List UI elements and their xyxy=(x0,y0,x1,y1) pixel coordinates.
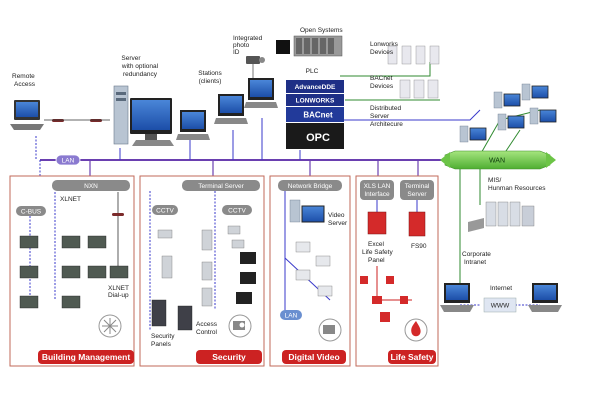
server-label-2: with optional xyxy=(121,63,159,70)
distributed-label-2: Server xyxy=(370,113,390,120)
life-safety-footer: Life Safety xyxy=(391,352,434,362)
corporate-label-2: Intranet xyxy=(464,259,486,266)
advancedde-text: AdvanceDDE xyxy=(295,84,336,91)
xls-lan-2: Interface xyxy=(364,191,390,198)
panel-digital-video: Network Bridge Video Server LAN Digital … xyxy=(269,175,351,367)
xlnet-dialup-2: Dial-up xyxy=(108,292,129,299)
remote-access-computer xyxy=(10,100,44,130)
excel-panel-3: Panel xyxy=(368,257,385,264)
ls-terminal-1: Terminal xyxy=(405,183,430,190)
server-label-3: redundancy xyxy=(123,71,158,78)
ls-terminal-2: Server xyxy=(407,191,427,198)
lonworks-devices-label-2: Devices xyxy=(370,49,394,56)
plc-label: PLC xyxy=(306,68,319,75)
network-bridge-text: Network Bridge xyxy=(288,183,333,190)
photo-id-label-1: Integrated xyxy=(233,35,263,42)
lonworks-devices-label-1: Lonworks xyxy=(370,41,399,48)
security-terminal-server-text: Terminal Server xyxy=(198,183,244,190)
station-computer-2 xyxy=(214,94,248,124)
photo-id-label-3: ID xyxy=(233,49,240,56)
mis-label-1: MIS/ xyxy=(488,177,502,184)
photo-id-station xyxy=(244,56,278,108)
station-computer-1 xyxy=(176,110,210,140)
photo-id-label-2: photo xyxy=(233,42,250,49)
excel-panel-2: Life Safety xyxy=(362,249,393,256)
distributed-label-1: Distributed xyxy=(370,105,401,112)
access-control-1: Access xyxy=(196,321,218,328)
corporate-label-1: Corporate xyxy=(462,251,491,258)
opc-text: OPC xyxy=(306,132,330,144)
remote-server-cluster xyxy=(459,83,557,143)
xlnet-dialup-1: XLNET xyxy=(108,285,129,292)
fs90-text: FS90 xyxy=(411,243,427,250)
stations-label-1: Stations xyxy=(198,70,222,77)
bacnet-text: BACnet xyxy=(303,111,333,120)
access-control-2: Control xyxy=(196,329,218,336)
flame-icon xyxy=(411,321,421,337)
server-label-1: Server xyxy=(121,55,141,62)
video-server-2: Server xyxy=(328,220,348,227)
mis-servers xyxy=(468,201,535,232)
lonworks-text: LONWORKS xyxy=(296,98,335,105)
panel-life-safety: XLS LAN Interface Terminal Server Excel … xyxy=(355,175,439,367)
nxn-text: NXN xyxy=(84,183,98,190)
panel-building-management: NXN C-BUS XLNET XLNET Dial-up Building M… xyxy=(9,175,135,367)
camera-icon xyxy=(233,321,245,330)
video-server-1: Video xyxy=(328,212,345,219)
video-camera-icon xyxy=(323,325,335,334)
xlnet-text: XLNET xyxy=(60,196,81,203)
bacnet-devices xyxy=(399,79,439,99)
wan-text: WAN xyxy=(489,158,505,165)
excel-panel-1: Excel xyxy=(368,241,384,248)
security-footer: Security xyxy=(212,352,246,362)
remote-access-label-2: Access xyxy=(14,81,36,88)
fan-icon xyxy=(102,318,118,334)
www-text: WWW xyxy=(491,303,510,310)
security-panels-1: Security xyxy=(151,333,175,340)
cctv-b-text: CCTV xyxy=(228,208,246,215)
stations-label-2: (clients) xyxy=(199,78,222,85)
distributed-label-3: Architecure xyxy=(370,121,403,128)
cbus-text: C-BUS xyxy=(21,209,42,216)
lonworks-devices xyxy=(387,45,440,65)
security-panels-2: Panels xyxy=(151,341,172,348)
plc-rack xyxy=(276,35,343,57)
mis-label-2: Hunman Resources xyxy=(488,185,546,192)
internet-label: Internet xyxy=(490,285,512,292)
building-management-footer: Building Management xyxy=(42,352,130,362)
wan-arrow: WAN xyxy=(440,150,556,170)
protocol-stack: AdvanceDDE LONWORKS BACnet OPC xyxy=(286,80,344,149)
digital-video-footer: Digital Video xyxy=(288,352,339,362)
xls-lan-1: XLS LAN xyxy=(364,183,391,190)
open-systems-label: Open Systems xyxy=(300,27,343,34)
bacnet-devices-label-2: Devices xyxy=(370,83,394,90)
dv-lan-text: LAN xyxy=(285,313,298,320)
corporate-computers xyxy=(440,283,562,312)
server-computer xyxy=(113,85,174,146)
www-badge: WWW xyxy=(483,297,517,313)
cctv-a-text: CCTV xyxy=(156,208,174,215)
lan-label: LAN xyxy=(55,154,81,166)
bacnet-devices-label-1: BACnet xyxy=(370,75,393,82)
panel-security: Terminal Server CCTV CCTV Security Panel… xyxy=(139,175,265,367)
remote-access-label-1: Remote xyxy=(12,73,35,80)
lan-text: LAN xyxy=(62,157,75,164)
